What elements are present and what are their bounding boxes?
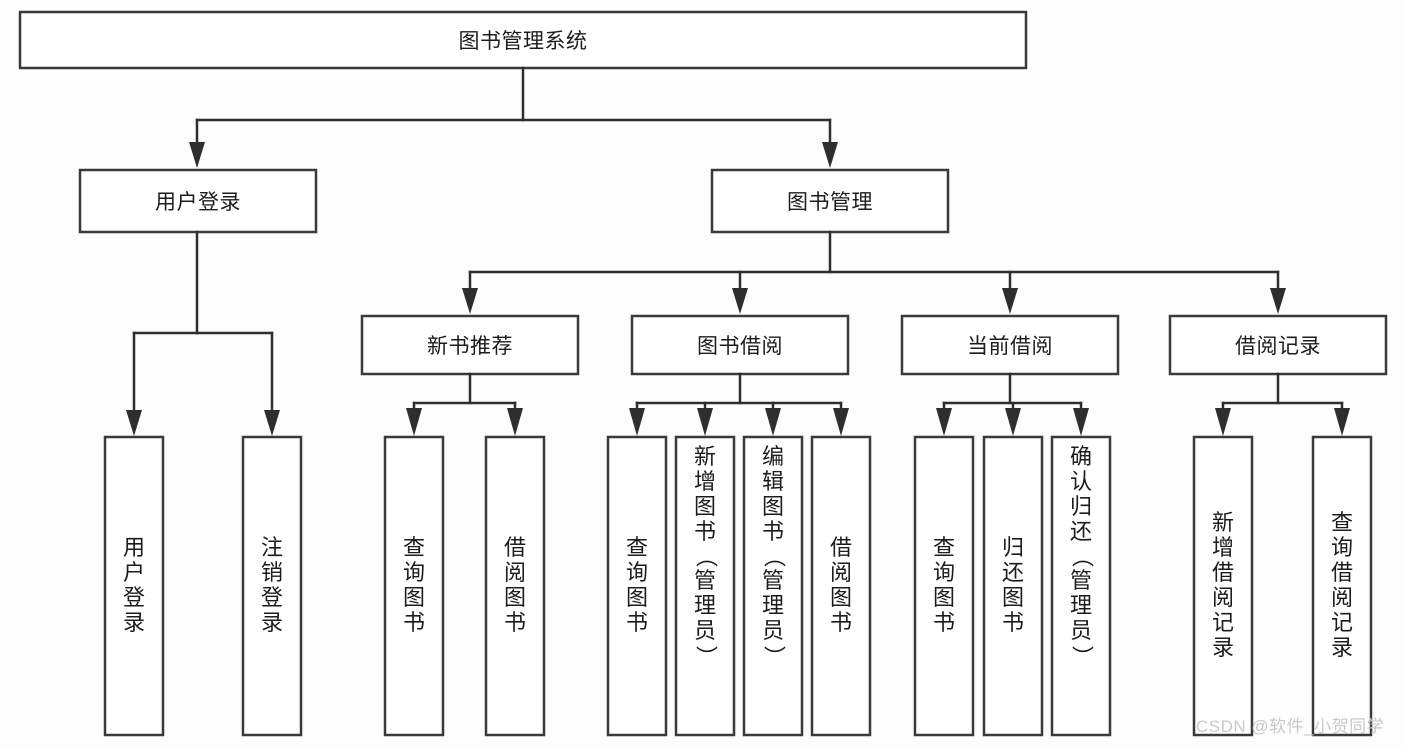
box-leaf-query-book-1[interactable]	[383, 435, 445, 737]
box-borrow-record[interactable]	[1168, 314, 1388, 376]
connector-userlogin-to-leaves	[126, 230, 280, 436]
box-book-borrow[interactable]	[630, 314, 850, 376]
box-leaf-user-login[interactable]	[103, 435, 165, 737]
connector-currentborrow-to-leaves	[936, 372, 1089, 436]
connector-bookborrow-to-leaves	[629, 372, 849, 436]
box-leaf-query-book-2[interactable]	[606, 435, 668, 737]
box-leaf-logout-login[interactable]	[241, 435, 303, 737]
box-leaf-confirm-return[interactable]	[1050, 435, 1112, 737]
connector-newbook-to-leaves	[406, 372, 523, 436]
box-new-book-recommend[interactable]	[360, 314, 580, 376]
connector-root-to-level2	[189, 66, 838, 168]
box-leaf-edit-book[interactable]	[742, 435, 804, 737]
box-leaf-query-book-3[interactable]	[913, 435, 975, 737]
box-leaf-query-record[interactable]	[1311, 435, 1373, 737]
csdn-watermark: CSDN @软件_小贺同学	[1196, 717, 1385, 736]
box-leaf-borrow-book-1[interactable]	[484, 435, 546, 737]
connector-borrowrecord-to-leaves	[1215, 372, 1350, 436]
box-leaf-return-book[interactable]	[982, 435, 1044, 737]
box-root[interactable]	[18, 10, 1028, 70]
box-leaf-add-record[interactable]	[1192, 435, 1254, 737]
box-user-login[interactable]	[78, 168, 318, 234]
box-leaf-add-book[interactable]	[674, 435, 736, 737]
box-leaf-borrow-book-2[interactable]	[810, 435, 872, 737]
connector-bookmanage-to-level3	[462, 230, 1286, 314]
box-current-borrow[interactable]	[900, 314, 1120, 376]
box-book-manage[interactable]	[710, 168, 950, 234]
